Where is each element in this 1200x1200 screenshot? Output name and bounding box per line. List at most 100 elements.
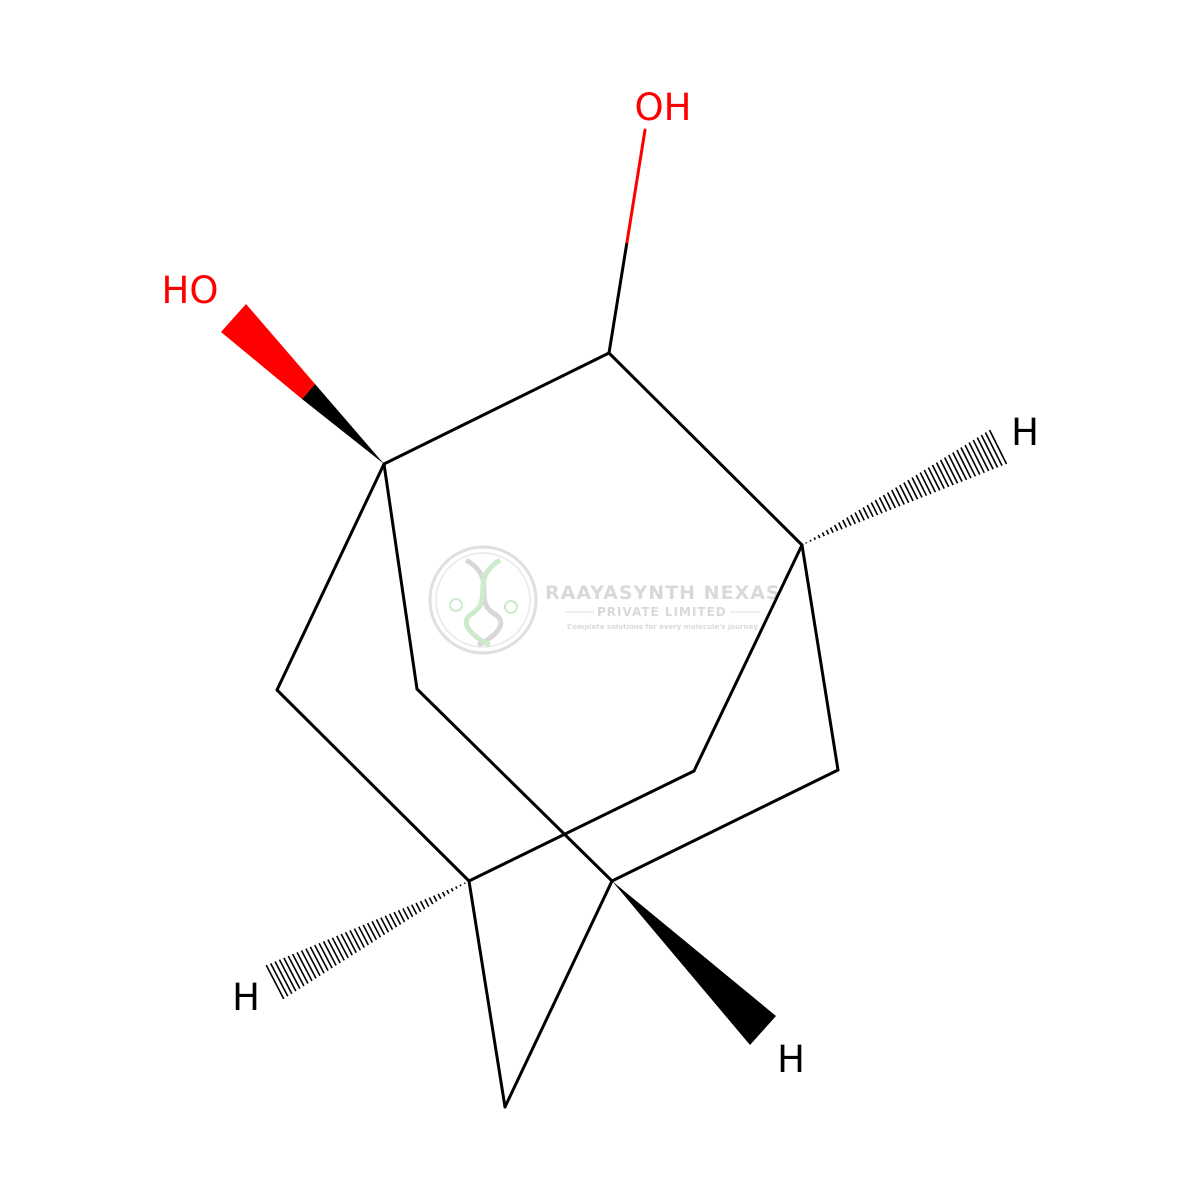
hash-stroke xyxy=(371,920,382,938)
bond-c1-c2 xyxy=(382,351,611,466)
hash-stroke xyxy=(923,469,937,493)
hash-stroke xyxy=(463,882,466,885)
hash-stroke xyxy=(296,951,313,982)
hash-stroke xyxy=(874,499,883,514)
hash-stroke xyxy=(899,484,910,504)
bond-c9-c7 xyxy=(610,768,840,883)
hash-stroke xyxy=(358,926,370,946)
bond-c3-c8 xyxy=(692,543,804,773)
hash-stroke xyxy=(821,532,825,537)
bond-c2-o-carbon-half xyxy=(607,240,629,355)
atom-label-h-lower-right: H xyxy=(777,1038,805,1081)
watermark-title: RAAYASYNTH NEXAS xyxy=(545,582,781,604)
bond-c1-c6 xyxy=(382,462,419,691)
hash-stroke xyxy=(960,447,977,477)
atom-label-h-right: H xyxy=(1011,411,1039,454)
bond-c10-c7 xyxy=(503,879,614,1109)
hash-stroke xyxy=(956,449,972,479)
hash-stroke xyxy=(817,534,821,539)
hash-stroke xyxy=(283,957,301,989)
hash-stroke xyxy=(837,522,843,530)
hash-stroke xyxy=(393,911,402,925)
hash-stroke xyxy=(375,919,386,936)
hash-stroke xyxy=(842,519,848,528)
hashed-bond-c5-h xyxy=(265,880,470,1000)
hash-stroke xyxy=(336,935,349,959)
hash-stroke xyxy=(322,941,337,966)
hash-stroke xyxy=(366,922,378,941)
hash-stroke xyxy=(935,462,950,488)
hash-stroke xyxy=(269,962,289,997)
hash-stroke xyxy=(878,497,888,512)
hash-stroke xyxy=(952,452,968,481)
hash-stroke xyxy=(907,479,919,500)
hash-stroke xyxy=(353,928,366,948)
hash-stroke xyxy=(895,487,905,505)
hash-stroke xyxy=(890,489,901,507)
hash-stroke xyxy=(327,939,341,964)
hash-stroke xyxy=(809,539,812,542)
hash-stroke xyxy=(331,937,345,961)
watermark-subtitle: PRIVATE LIMITED xyxy=(597,605,727,619)
hash-stroke xyxy=(344,931,357,954)
hash-stroke xyxy=(410,904,418,915)
hash-stroke xyxy=(829,527,834,534)
hash-stroke xyxy=(915,474,928,497)
bond-c5-c10 xyxy=(467,879,507,1109)
watermark: RAAYASYNTH NEXAS PRIVATE LIMITED Complet… xyxy=(428,545,781,655)
hash-stroke xyxy=(805,541,808,544)
hash-stroke xyxy=(801,544,803,546)
dna-helix-icon xyxy=(428,545,538,655)
wedge-c1-o-carbon-half xyxy=(302,384,384,464)
hash-stroke xyxy=(882,494,892,511)
atom-label-ho-left: HO xyxy=(162,269,219,312)
hash-stroke xyxy=(424,898,430,907)
hash-stroke xyxy=(309,946,325,974)
bond-c6-c7 xyxy=(415,687,614,883)
hash-stroke xyxy=(274,961,293,995)
wedge-bond-c1-oh xyxy=(221,304,384,464)
bond-c2-o-oxygen-half xyxy=(625,128,647,244)
hash-stroke xyxy=(318,942,333,969)
hash-stroke xyxy=(825,529,830,535)
hash-stroke xyxy=(846,517,852,526)
hash-stroke xyxy=(911,477,923,498)
hash-stroke xyxy=(402,908,410,920)
bond-c1-c4 xyxy=(275,462,386,692)
hash-stroke xyxy=(349,930,361,951)
hash-stroke xyxy=(380,917,390,933)
carbon-skeleton xyxy=(275,351,840,1109)
hash-stroke xyxy=(931,464,945,490)
hash-stroke xyxy=(870,502,879,516)
hash-stroke xyxy=(287,955,305,987)
hash-stroke xyxy=(384,915,394,931)
hash-stroke xyxy=(927,467,941,491)
hash-stroke xyxy=(850,514,857,525)
watermark-tagline: Complete solutions for every molecule's … xyxy=(567,623,758,631)
atom-label-oh-top: OH xyxy=(635,86,692,129)
hash-stroke xyxy=(428,897,434,905)
hash-stroke xyxy=(441,891,446,897)
hash-stroke xyxy=(459,884,462,887)
hash-stroke xyxy=(886,492,897,509)
hash-stroke xyxy=(397,909,406,923)
hash-stroke xyxy=(976,437,994,470)
bond-c8-c5 xyxy=(467,769,696,883)
hash-stroke xyxy=(943,457,959,484)
hashed-bond-c3-h xyxy=(801,429,1008,546)
hash-stroke xyxy=(854,512,861,523)
hash-stroke xyxy=(948,454,963,482)
hash-stroke xyxy=(305,948,321,977)
atom-label-h-lower-left: H xyxy=(232,976,260,1019)
hash-stroke xyxy=(437,893,442,900)
hash-stroke xyxy=(314,944,329,972)
hash-stroke xyxy=(866,504,874,518)
hash-stroke xyxy=(265,964,285,1000)
bond-c3-c9 xyxy=(800,543,840,772)
hash-stroke xyxy=(862,507,870,519)
hash-stroke xyxy=(446,889,450,895)
hash-stroke xyxy=(939,459,954,486)
hash-stroke xyxy=(450,887,454,892)
wedge-c1-o-oxygen-half xyxy=(221,304,315,399)
hash-stroke xyxy=(980,434,999,468)
